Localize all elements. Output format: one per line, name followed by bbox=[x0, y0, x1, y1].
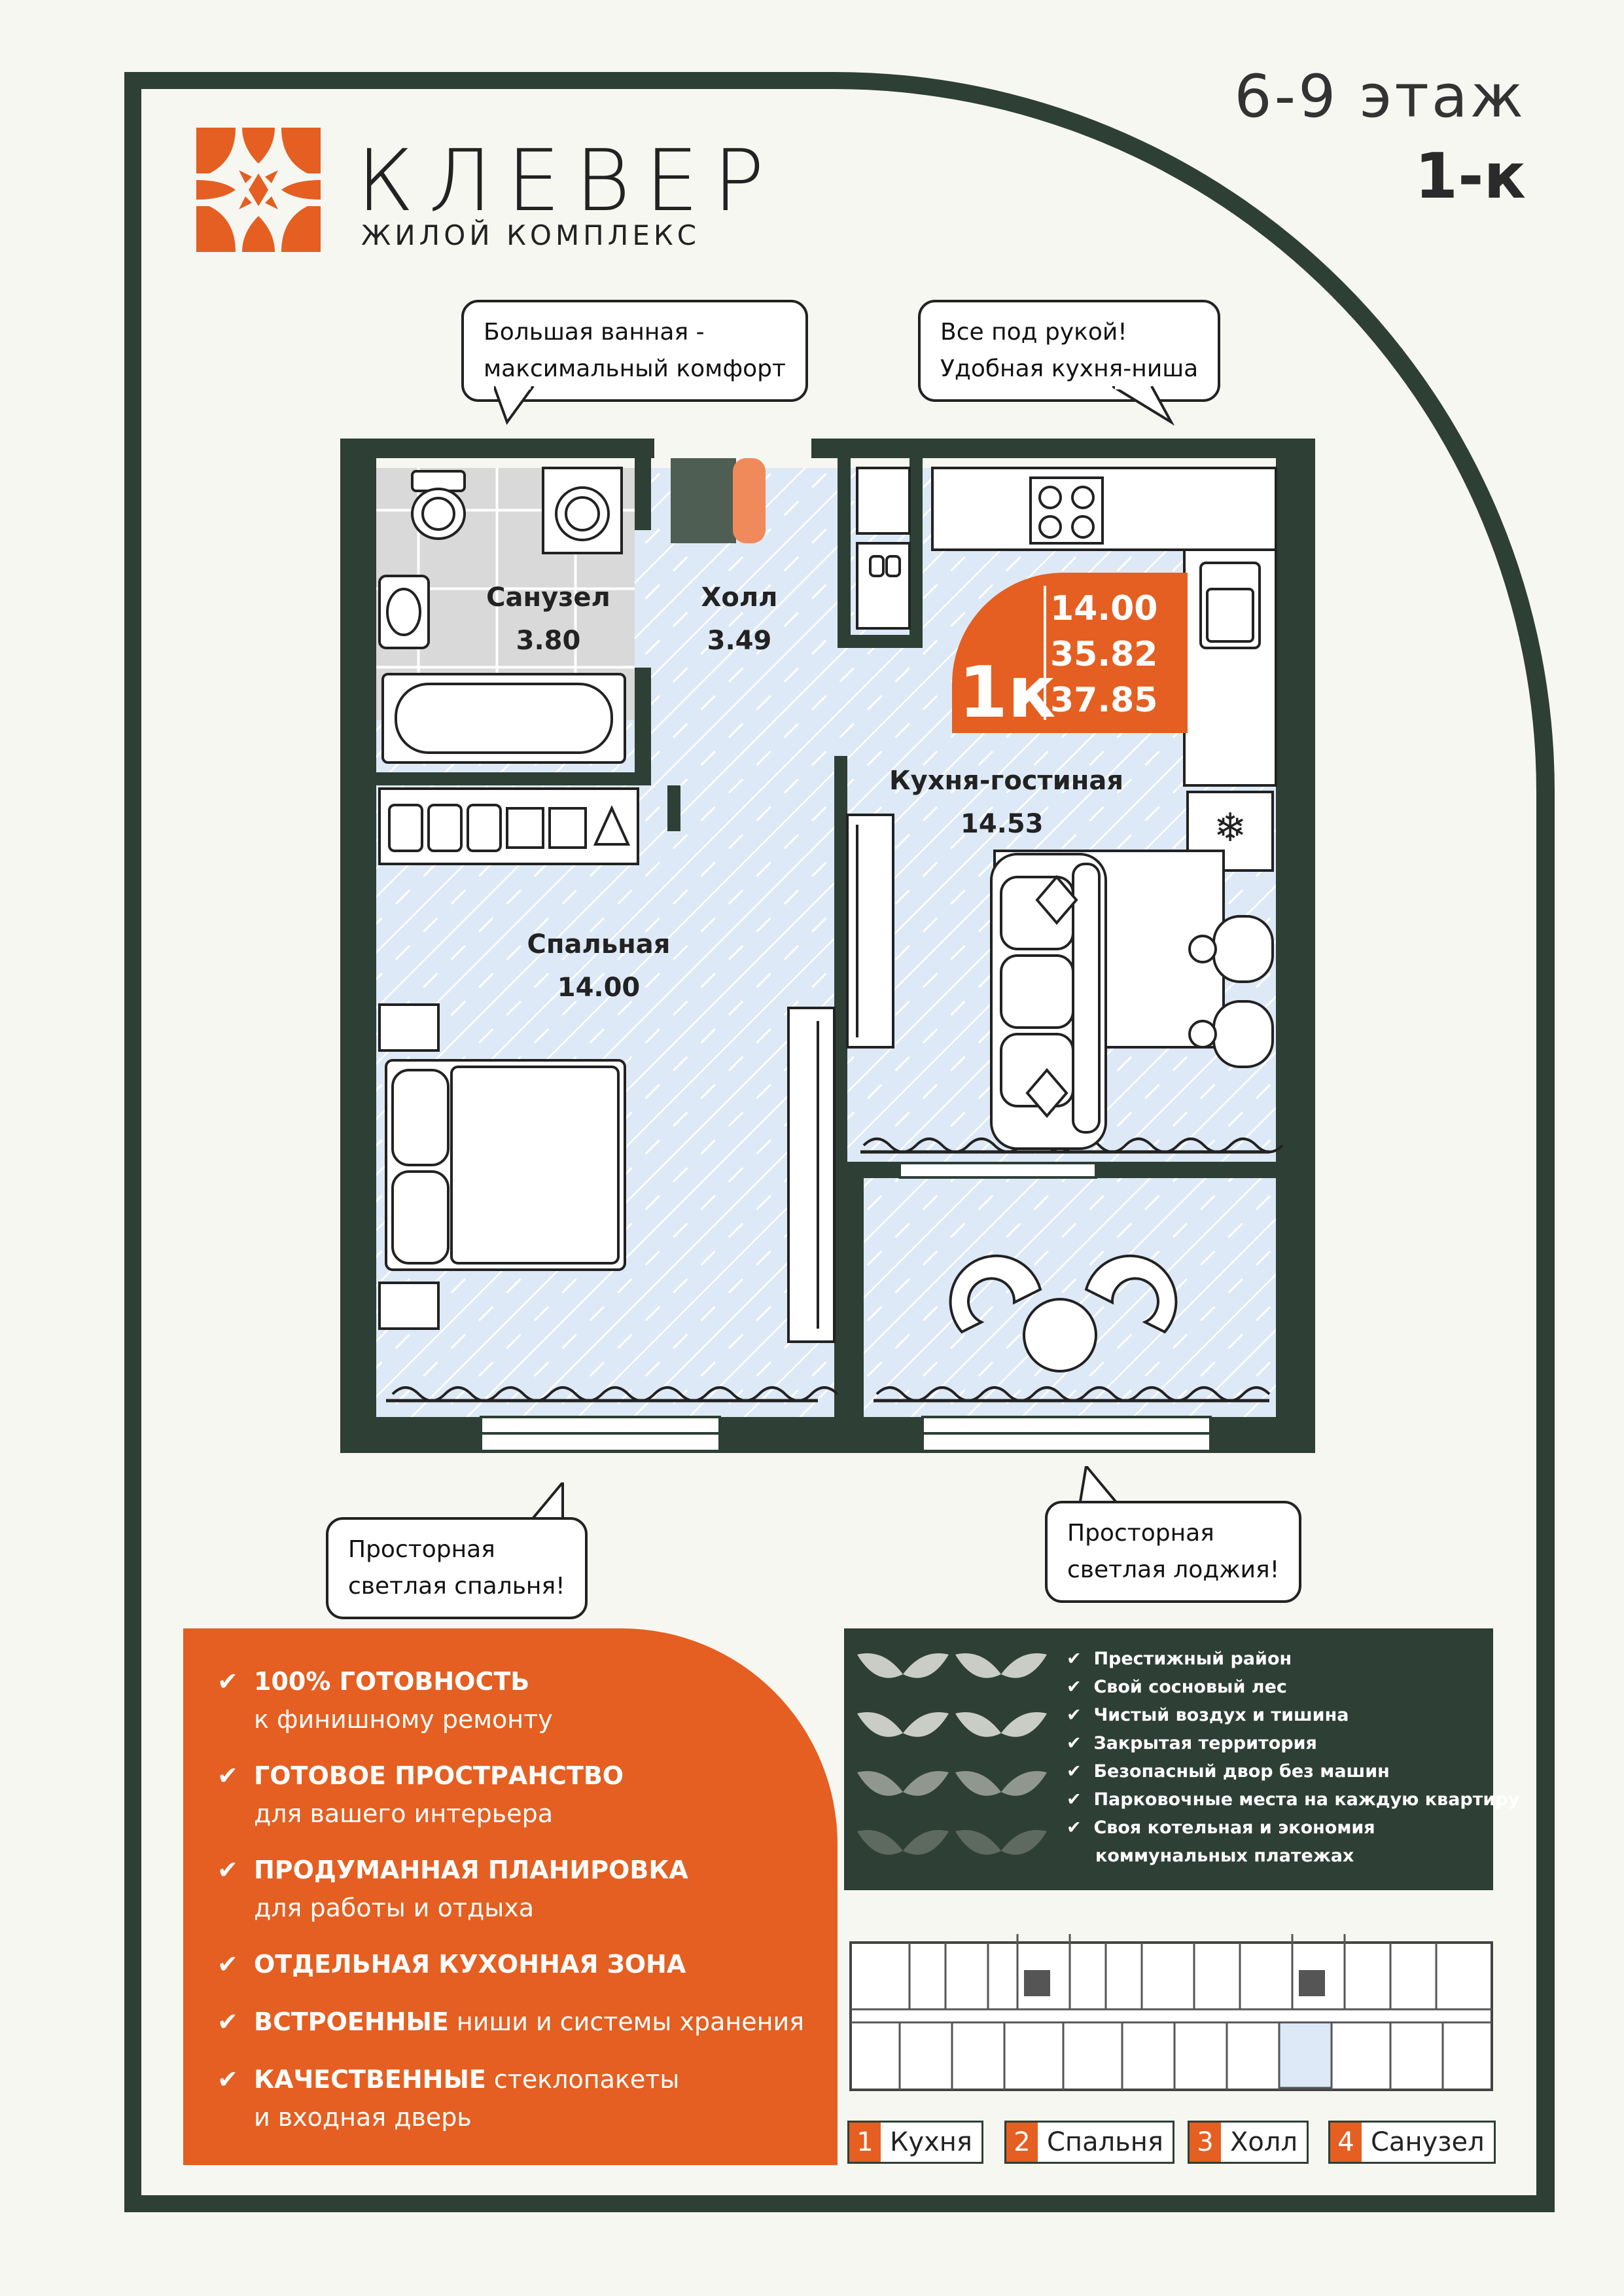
room-bedroom: Спальная 14.00 bbox=[510, 923, 687, 1009]
callout-kitchen-line1: Все под рукой! bbox=[940, 319, 1127, 346]
advantages-panel: ✔ Престижный район ✔ Свой сосновый лес ✔… bbox=[844, 1628, 1519, 1890]
callout-bath-tail bbox=[494, 386, 535, 425]
badge-values: 14.00 35.82 37.85 bbox=[1050, 586, 1157, 723]
feature-item: ✔ ПРОДУМАННАЯ ПЛАНИРОВКА для работы и отды… bbox=[217, 1851, 688, 1927]
check-icon: ✔ bbox=[217, 1950, 238, 1979]
feature-item: ✔ ВСТРОЕННЫЕ ниши и системы хранения bbox=[217, 2003, 804, 2041]
check-icon: ✔ bbox=[217, 1761, 238, 1790]
legend-label: Холл bbox=[1230, 2127, 1298, 2157]
feature-strong: ПРОДУМАННАЯ ПЛАНИРОВКА bbox=[254, 1856, 688, 1884]
room-kitchen-living: Кухня-гостиная 14.53 bbox=[875, 759, 1137, 846]
features-panel: ✔ 100% ГОТОВНОСТЬ к финишному ремонту ✔ ГОТ… bbox=[183, 1628, 838, 2165]
feature-item: ✔ ОТДЕЛЬНАЯ КУХОННАЯ ЗОНА bbox=[217, 1945, 686, 1983]
check-icon: ✔ bbox=[217, 2065, 238, 2094]
feature-item: ✔ ГОТОВОЕ ПРОСТРАНСТВО для вашего интерьер… bbox=[217, 1757, 624, 1833]
feature-strong: КАЧЕСТВЕННЫЕ bbox=[254, 2065, 486, 2094]
badge-value-usable: 35.82 bbox=[1050, 635, 1158, 674]
feature-strong: ВСТРОЕННЫЕ bbox=[254, 2007, 449, 2036]
callout-kitchen-tail bbox=[1112, 386, 1175, 425]
badge-value-total: 37.85 bbox=[1050, 681, 1158, 720]
leaf-pattern-icon bbox=[857, 1653, 1047, 1855]
advantage-item: ✔ Чистый воздух и тишина bbox=[1067, 1705, 1349, 1725]
badge-divider bbox=[1044, 586, 1046, 720]
feature-strong: ГОТОВОЕ ПРОСТРАНСТВО bbox=[254, 1761, 624, 1790]
room-bathroom: Санузел 3.80 bbox=[483, 576, 614, 662]
advantage-item-continued: коммунальных платежах bbox=[1095, 1846, 1354, 1866]
check-icon: ✔ bbox=[1067, 1677, 1094, 1697]
room-kitchen-living-area: 14.53 bbox=[961, 809, 1044, 839]
callout-bath-line2: максимальный комфорт bbox=[484, 355, 786, 382]
legend-label: Санузел bbox=[1371, 2127, 1485, 2157]
check-icon: ✔ bbox=[1067, 1649, 1094, 1669]
legend-label: Спальня bbox=[1047, 2127, 1163, 2157]
feature-rest: ниши и системы хранения bbox=[448, 2007, 805, 2036]
legend-label: Кухня bbox=[890, 2127, 972, 2157]
callout-bedroom-line2: светлая спальня! bbox=[348, 1573, 565, 1600]
badge-value-living: 14.00 bbox=[1050, 589, 1158, 628]
advantage-item: ✔ Престижный район bbox=[1067, 1649, 1292, 1669]
room-kitchen-living-name: Кухня-гостиная bbox=[889, 766, 1124, 796]
legend-item: 3 Холл bbox=[1188, 2121, 1309, 2164]
advantage-item: ✔ Парковочные места на каждую квартиру bbox=[1067, 1789, 1520, 1810]
floor-label: 6-9 этаж bbox=[1234, 62, 1526, 131]
callout-loggia-line2: светлая лоджия! bbox=[1067, 1556, 1280, 1583]
check-icon: ✔ bbox=[1067, 1761, 1094, 1782]
callout-loggia: Просторная светлая лоджия! bbox=[1045, 1501, 1302, 1603]
advantage-item: ✔ Своя котельная и экономия bbox=[1067, 1818, 1375, 1838]
room-bathroom-name: Санузел bbox=[486, 583, 610, 613]
apartment-type-label: 1-к bbox=[1414, 141, 1526, 213]
callout-kitchen-line2: Удобная кухня-ниша bbox=[940, 355, 1199, 382]
feature-line2: для работы и отдыха bbox=[254, 1893, 535, 1922]
legend-number: 3 bbox=[1190, 2123, 1221, 2162]
room-bedroom-name: Спальная bbox=[527, 929, 671, 960]
feature-item: ✔ 100% ГОТОВНОСТЬ к финишному ремонту bbox=[217, 1662, 553, 1738]
feature-line2: для вашего интерьера bbox=[254, 1799, 553, 1828]
check-icon: ✔ bbox=[217, 1856, 238, 1884]
callout-bedroom-line1: Просторная bbox=[348, 1536, 495, 1563]
room-hall: Холл 3.49 bbox=[674, 576, 805, 662]
svg-text:❄: ❄ bbox=[1214, 805, 1246, 851]
legend-number: 4 bbox=[1330, 2123, 1362, 2162]
room-hall-name: Холл bbox=[701, 583, 778, 613]
feature-item: ✔ КАЧЕСТВЕННЫЕ стеклопакеты и входная двер… bbox=[217, 2060, 679, 2136]
badge-type: 1к bbox=[959, 652, 1056, 734]
legend-item: 4 Санузел bbox=[1328, 2121, 1496, 2164]
room-hall-area: 3.49 bbox=[707, 626, 772, 656]
advantage-item: ✔ Свой сосновый лес bbox=[1067, 1677, 1287, 1697]
callout-kitchen: Все под рукой! Удобная кухня-ниша bbox=[918, 300, 1221, 402]
logo-subtitle: ЖИЛОЙ КОМПЛЕКС bbox=[361, 219, 701, 251]
advantage-item: ✔ Безопасный двор без машин bbox=[1067, 1761, 1390, 1782]
feature-line2: и входная дверь bbox=[254, 2103, 472, 2132]
check-icon: ✔ bbox=[1067, 1818, 1094, 1838]
callout-loggia-line1: Просторная bbox=[1067, 1520, 1214, 1547]
legend-item: 2 Спальня bbox=[1004, 2121, 1174, 2164]
legend-number: 1 bbox=[849, 2123, 881, 2162]
room-bedroom-area: 14.00 bbox=[557, 973, 641, 1003]
legend-item: 1 Кухня bbox=[847, 2121, 983, 2164]
check-icon: ✔ bbox=[1067, 1705, 1094, 1725]
callout-loggia-tail bbox=[1078, 1466, 1120, 1505]
check-icon: ✔ bbox=[217, 2007, 238, 2036]
legend-number: 2 bbox=[1006, 2123, 1038, 2162]
feature-rest: стеклопакеты bbox=[485, 2065, 680, 2094]
apartment-badge: 1к 14.00 35.82 37.85 bbox=[952, 573, 1188, 733]
check-icon: ✔ bbox=[1067, 1733, 1094, 1753]
clover-ornament-icon bbox=[196, 128, 321, 252]
check-icon: ✔ bbox=[1067, 1789, 1094, 1810]
callout-bath-line1: Большая ванная - bbox=[484, 319, 705, 346]
feature-strong: ОТДЕЛЬНАЯ КУХОННАЯ ЗОНА bbox=[254, 1950, 686, 1979]
feature-strong: 100% ГОТОВНОСТЬ bbox=[254, 1667, 530, 1696]
building-key-plan bbox=[849, 1934, 1493, 2091]
callout-bedroom-tail bbox=[529, 1482, 564, 1522]
callout-bedroom: Просторная светлая спальня! bbox=[326, 1517, 588, 1619]
check-icon: ✔ bbox=[217, 1667, 238, 1696]
room-bathroom-area: 3.80 bbox=[516, 626, 581, 656]
feature-line2: к финишному ремонту bbox=[254, 1705, 553, 1734]
advantage-item: ✔ Закрытая территория bbox=[1067, 1733, 1317, 1753]
callout-bath: Большая ванная - максимальный комфорт bbox=[461, 300, 808, 402]
logo-title: КЛЕВЕР bbox=[357, 131, 779, 230]
